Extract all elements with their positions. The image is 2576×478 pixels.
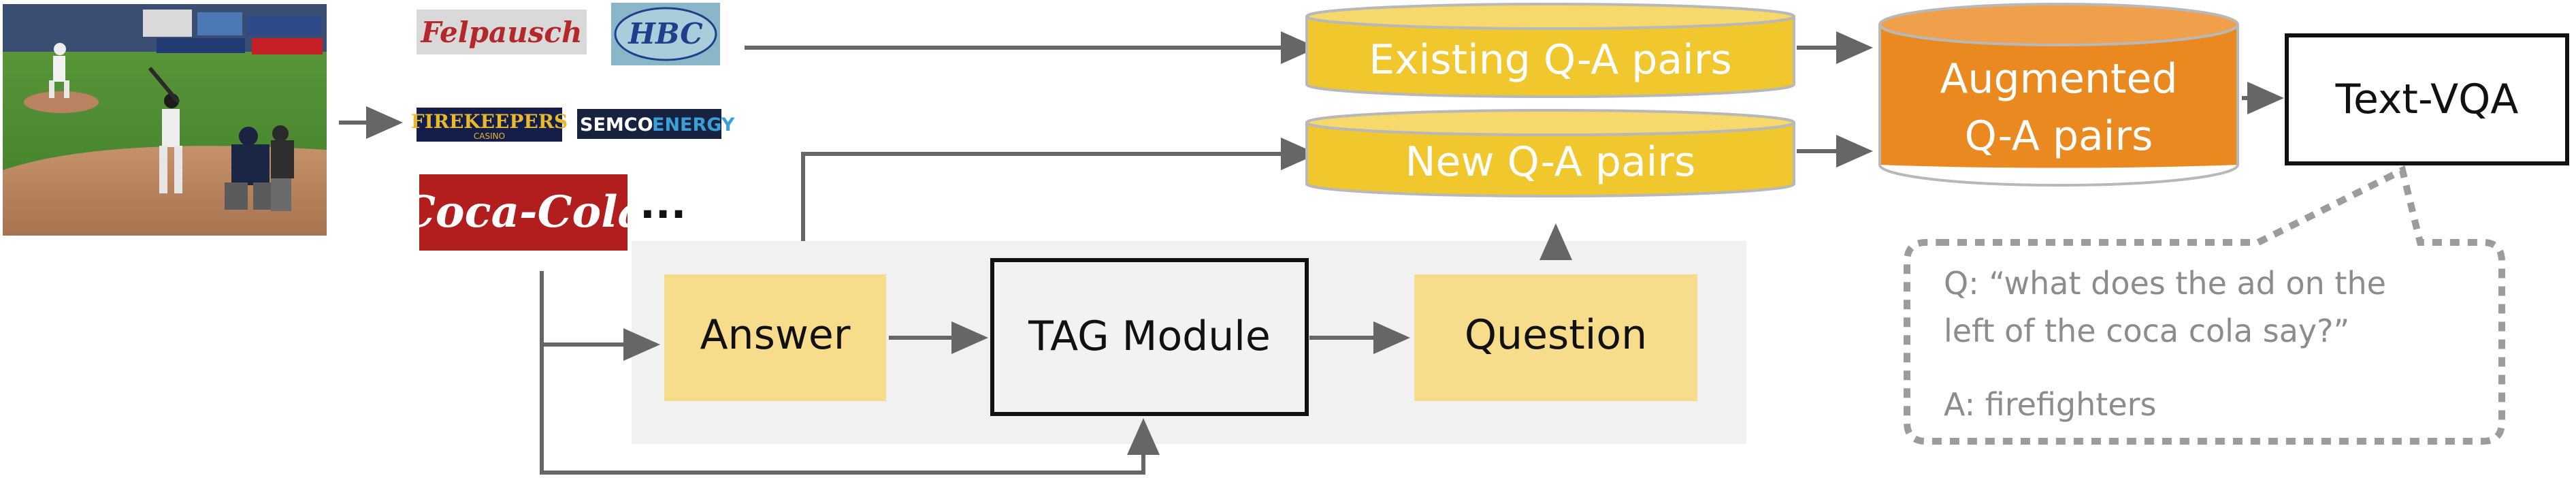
logo-coca-cola-text: Coca-Cola [401, 187, 646, 238]
augmented-qa-pairs-store: Augmented Q-A pairs [1878, 3, 2239, 187]
text-vqa-label: Text-VQA [2335, 76, 2519, 123]
new-qa-pairs-store: New Q-A pairs [1305, 109, 1795, 197]
answer-box: Answer [664, 274, 886, 401]
example-speech-bubble: Q: “what does the ad on the left of the … [1904, 165, 2505, 445]
tag-module-box[interactable]: TAG Module [990, 258, 1309, 416]
arrow-panel-to-new-pairs [801, 138, 1318, 241]
example-question-line2: left of the coca cola say?” [1944, 313, 2349, 349]
logos-ellipsis: ... [640, 180, 686, 228]
logo-casino-text: CASINO [474, 131, 505, 141]
example-question-line1: Q: “what does the ad on the [1944, 265, 2386, 302]
question-box: Question [1414, 274, 1697, 401]
logo-firekeepers: FIREKEEPERS CASINO [411, 108, 568, 142]
logo-felpausch: Felpausch [417, 10, 587, 54]
augmented-label-line1: Augmented [1940, 55, 2177, 103]
logo-hbc-text: HBC [627, 17, 703, 50]
arrow-logos-to-tag-module [540, 345, 1160, 475]
logo-coca-cola: Coca-Cola [401, 174, 646, 251]
tag-module-label: TAG Module [1028, 313, 1271, 360]
new-qa-pairs-label: New Q-A pairs [1405, 138, 1696, 186]
logo-firekeepers-text: FIREKEEPERS [411, 110, 568, 133]
question-label: Question [1465, 311, 1647, 359]
existing-qa-pairs-store: Existing Q-A pairs [1305, 3, 1795, 98]
answer-label: Answer [700, 311, 851, 359]
example-answer: A: firefighters [1944, 386, 2157, 423]
logo-felpausch-text: Felpausch [420, 16, 582, 49]
logo-semco-energy: SEMCO ENERGY [577, 109, 735, 139]
logo-energy-text: ENERGY [652, 114, 735, 136]
logo-semco-text: SEMCO [580, 114, 653, 136]
augmented-label-line2: Q-A pairs [1965, 112, 2153, 160]
existing-qa-pairs-label: Existing Q-A pairs [1369, 36, 1732, 84]
baseball-photo [3, 4, 327, 236]
logo-hbc: HBC [611, 3, 720, 65]
text-vqa-box[interactable]: Text-VQA [2285, 33, 2569, 165]
